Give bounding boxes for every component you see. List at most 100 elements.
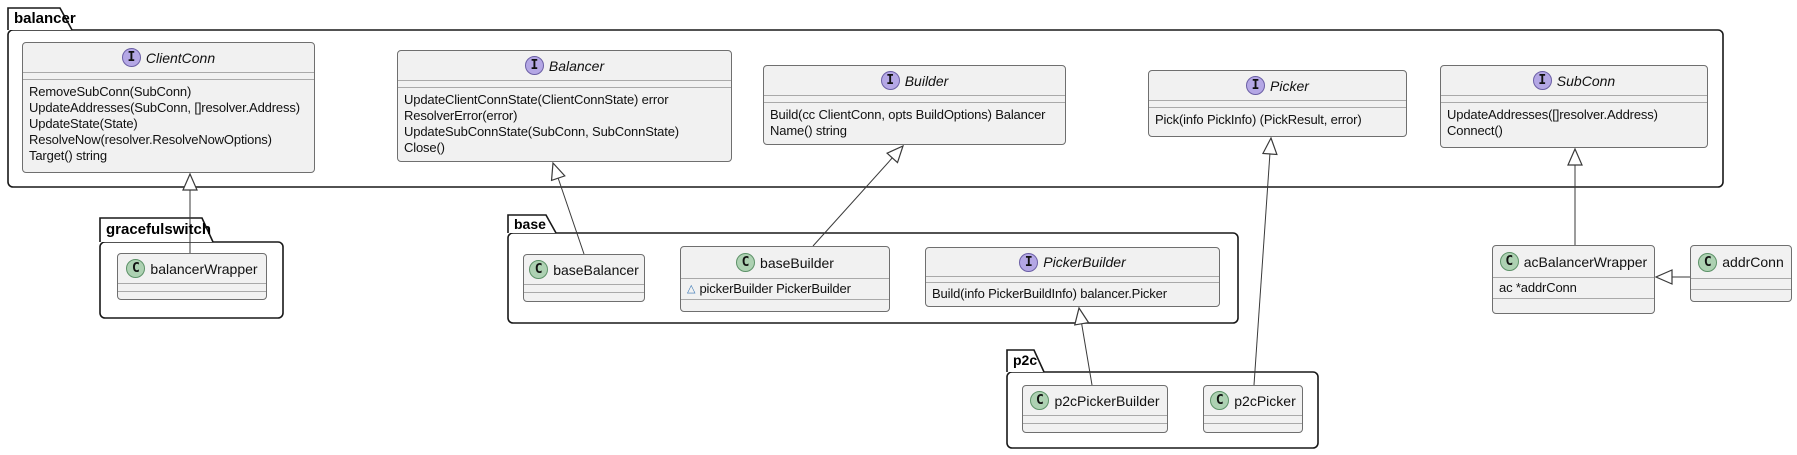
method-item: UpdateAddresses([]resolver.Address) bbox=[1447, 107, 1658, 122]
class-box-addrconn: C addrConn bbox=[1690, 245, 1792, 302]
method-item: ResolverError(error) bbox=[404, 108, 518, 123]
pickerbuilder-header: I PickerBuilder bbox=[926, 248, 1219, 277]
methods-compartment-empty bbox=[1204, 424, 1302, 432]
class-title: ClientConn bbox=[145, 49, 216, 66]
class-title: addrConn bbox=[1722, 254, 1784, 270]
methods-compartment-empty bbox=[1023, 424, 1167, 432]
interface-box-builder: I Builder Build(cc ClientConn, opts Buil… bbox=[763, 65, 1066, 145]
class-title: baseBuilder bbox=[760, 254, 834, 271]
interface-box-clientconn: I ClientConn RemoveSubConn(SubConn) Upda… bbox=[22, 42, 315, 173]
fields-compartment: ac *addrConn bbox=[1493, 278, 1654, 299]
picker-header: I Picker bbox=[1149, 71, 1406, 101]
fields-compartment-empty bbox=[764, 96, 1065, 103]
field-item: pickerBuilder PickerBuilder bbox=[699, 281, 851, 296]
class-title: SubConn bbox=[1556, 72, 1616, 89]
package-outline-base bbox=[507, 214, 1239, 324]
fields-compartment-empty bbox=[118, 284, 266, 292]
fields-compartment-empty bbox=[1023, 416, 1167, 424]
class-title: PickerBuilder bbox=[1043, 254, 1126, 270]
class-icon: C bbox=[529, 260, 549, 279]
package-outline-p2c bbox=[1006, 349, 1319, 449]
interface-box-picker: I Picker Pick(info PickInfo) (PickResult… bbox=[1148, 70, 1407, 137]
interface-icon: I bbox=[121, 48, 141, 67]
fields-compartment-empty bbox=[926, 277, 1219, 283]
package-label-balancer: balancer bbox=[14, 10, 76, 27]
class-icon: C bbox=[126, 259, 146, 278]
class-box-basebalancer: C baseBalancer bbox=[523, 254, 645, 302]
class-icon: C bbox=[1698, 252, 1718, 272]
methods-compartment-empty bbox=[118, 292, 266, 299]
class-title: Builder bbox=[904, 72, 949, 89]
addrconn-header: C addrConn bbox=[1691, 246, 1791, 279]
methods-compartment: UpdateClientConnState(ClientConnState) e… bbox=[398, 88, 731, 161]
class-icon: C bbox=[1210, 391, 1230, 410]
class-title: p2cPickerBuilder bbox=[1054, 392, 1160, 409]
interface-icon: I bbox=[880, 71, 900, 90]
class-icon: C bbox=[1030, 391, 1050, 410]
method-item: Name() string bbox=[770, 123, 847, 138]
class-title: Balancer bbox=[548, 57, 605, 74]
fields-compartment-empty bbox=[1441, 96, 1707, 103]
class-box-acbalancerwrapper: C acBalancerWrapper ac *addrConn bbox=[1492, 245, 1655, 314]
method-item: RemoveSubConn(SubConn) bbox=[29, 84, 192, 99]
interface-box-pickerbuilder: I PickerBuilder Build(info PickerBuildIn… bbox=[925, 247, 1220, 307]
balancerwrapper-header: C balancerWrapper bbox=[118, 254, 266, 284]
arrow-basebuilder-to-builder bbox=[812, 144, 905, 247]
class-icon: C bbox=[1499, 252, 1519, 271]
arrow-p2cpickerbuilder-to-pickerbuilder bbox=[1073, 306, 1093, 386]
fields-compartment-empty bbox=[524, 285, 644, 293]
class-icon: C bbox=[736, 253, 756, 272]
methods-compartment-empty bbox=[681, 300, 889, 311]
method-item: Connect() bbox=[1447, 123, 1503, 138]
interface-icon: I bbox=[1246, 76, 1266, 95]
p2cpickerbuilder-header: C p2cPickerBuilder bbox=[1023, 386, 1167, 416]
interface-box-balancer: I Balancer UpdateClientConnState(ClientC… bbox=[397, 50, 732, 162]
class-title: p2cPicker bbox=[1234, 392, 1296, 409]
method-item: UpdateSubConnState(SubConn, SubConnState… bbox=[404, 124, 679, 139]
method-item: ResolveNow(resolver.ResolveNowOptions) bbox=[29, 132, 272, 147]
class-title: baseBalancer bbox=[553, 261, 639, 278]
method-item: Build(info PickerBuildInfo) balancer.Pic… bbox=[932, 286, 1167, 301]
method-item: UpdateAddresses(SubConn, []resolver.Addr… bbox=[29, 100, 300, 115]
package-label-base: base bbox=[514, 216, 546, 232]
package-label-gracefulswitch: gracefulswitch bbox=[106, 221, 212, 238]
clientconn-header: I ClientConn bbox=[23, 43, 314, 73]
method-item: UpdateState(State) bbox=[29, 116, 138, 131]
methods-compartment: RemoveSubConn(SubConn) UpdateAddresses(S… bbox=[23, 80, 314, 172]
methods-compartment-empty bbox=[1493, 299, 1654, 313]
field-item: ac *addrConn bbox=[1499, 280, 1577, 295]
class-box-balancerwrapper: C balancerWrapper bbox=[117, 253, 267, 300]
class-box-p2cpickerbuilder: C p2cPickerBuilder bbox=[1022, 385, 1168, 433]
methods-compartment: UpdateAddresses([]resolver.Address) Conn… bbox=[1441, 103, 1707, 147]
method-item: Target() string bbox=[29, 148, 107, 163]
p2cpicker-header: C p2cPicker bbox=[1204, 386, 1302, 416]
fields-compartment-empty bbox=[23, 73, 314, 80]
methods-compartment: Build(info PickerBuildInfo) balancer.Pic… bbox=[926, 283, 1219, 306]
class-box-p2cpicker: C p2cPicker bbox=[1203, 385, 1303, 433]
arrow-p2cpicker-to-picker bbox=[1253, 136, 1278, 386]
balancer-header: I Balancer bbox=[398, 51, 731, 81]
fields-compartment-empty bbox=[398, 81, 731, 88]
basebuilder-header: C baseBuilder bbox=[681, 247, 889, 279]
methods-compartment-empty bbox=[524, 293, 644, 301]
methods-compartment-empty bbox=[1691, 290, 1791, 301]
package-outline-gracefulswitch bbox=[99, 217, 284, 319]
method-item: Build(cc ClientConn, opts BuildOptions) … bbox=[770, 107, 1046, 122]
interface-box-subconn: I SubConn UpdateAddresses([]resolver.Add… bbox=[1440, 65, 1708, 148]
class-box-basebuilder: C baseBuilder △ pickerBuilder PickerBuil… bbox=[680, 246, 890, 312]
method-item: UpdateClientConnState(ClientConnState) e… bbox=[404, 92, 669, 107]
methods-compartment: Pick(info PickInfo) (PickResult, error) bbox=[1149, 108, 1406, 136]
basebalancer-header: C baseBalancer bbox=[524, 255, 644, 285]
class-title: Picker bbox=[1270, 77, 1309, 94]
acbalancerwrapper-header: C acBalancerWrapper bbox=[1493, 246, 1654, 278]
builder-header: I Builder bbox=[764, 66, 1065, 96]
subconn-header: I SubConn bbox=[1441, 66, 1707, 96]
fields-compartment-empty bbox=[1691, 279, 1791, 290]
method-item: Pick(info PickInfo) (PickResult, error) bbox=[1155, 112, 1362, 127]
package-private-field-icon: △ bbox=[687, 282, 696, 295]
interface-icon: I bbox=[1019, 252, 1039, 272]
fields-compartment: △ pickerBuilder PickerBuilder bbox=[681, 279, 889, 300]
fields-compartment-empty bbox=[1204, 416, 1302, 424]
